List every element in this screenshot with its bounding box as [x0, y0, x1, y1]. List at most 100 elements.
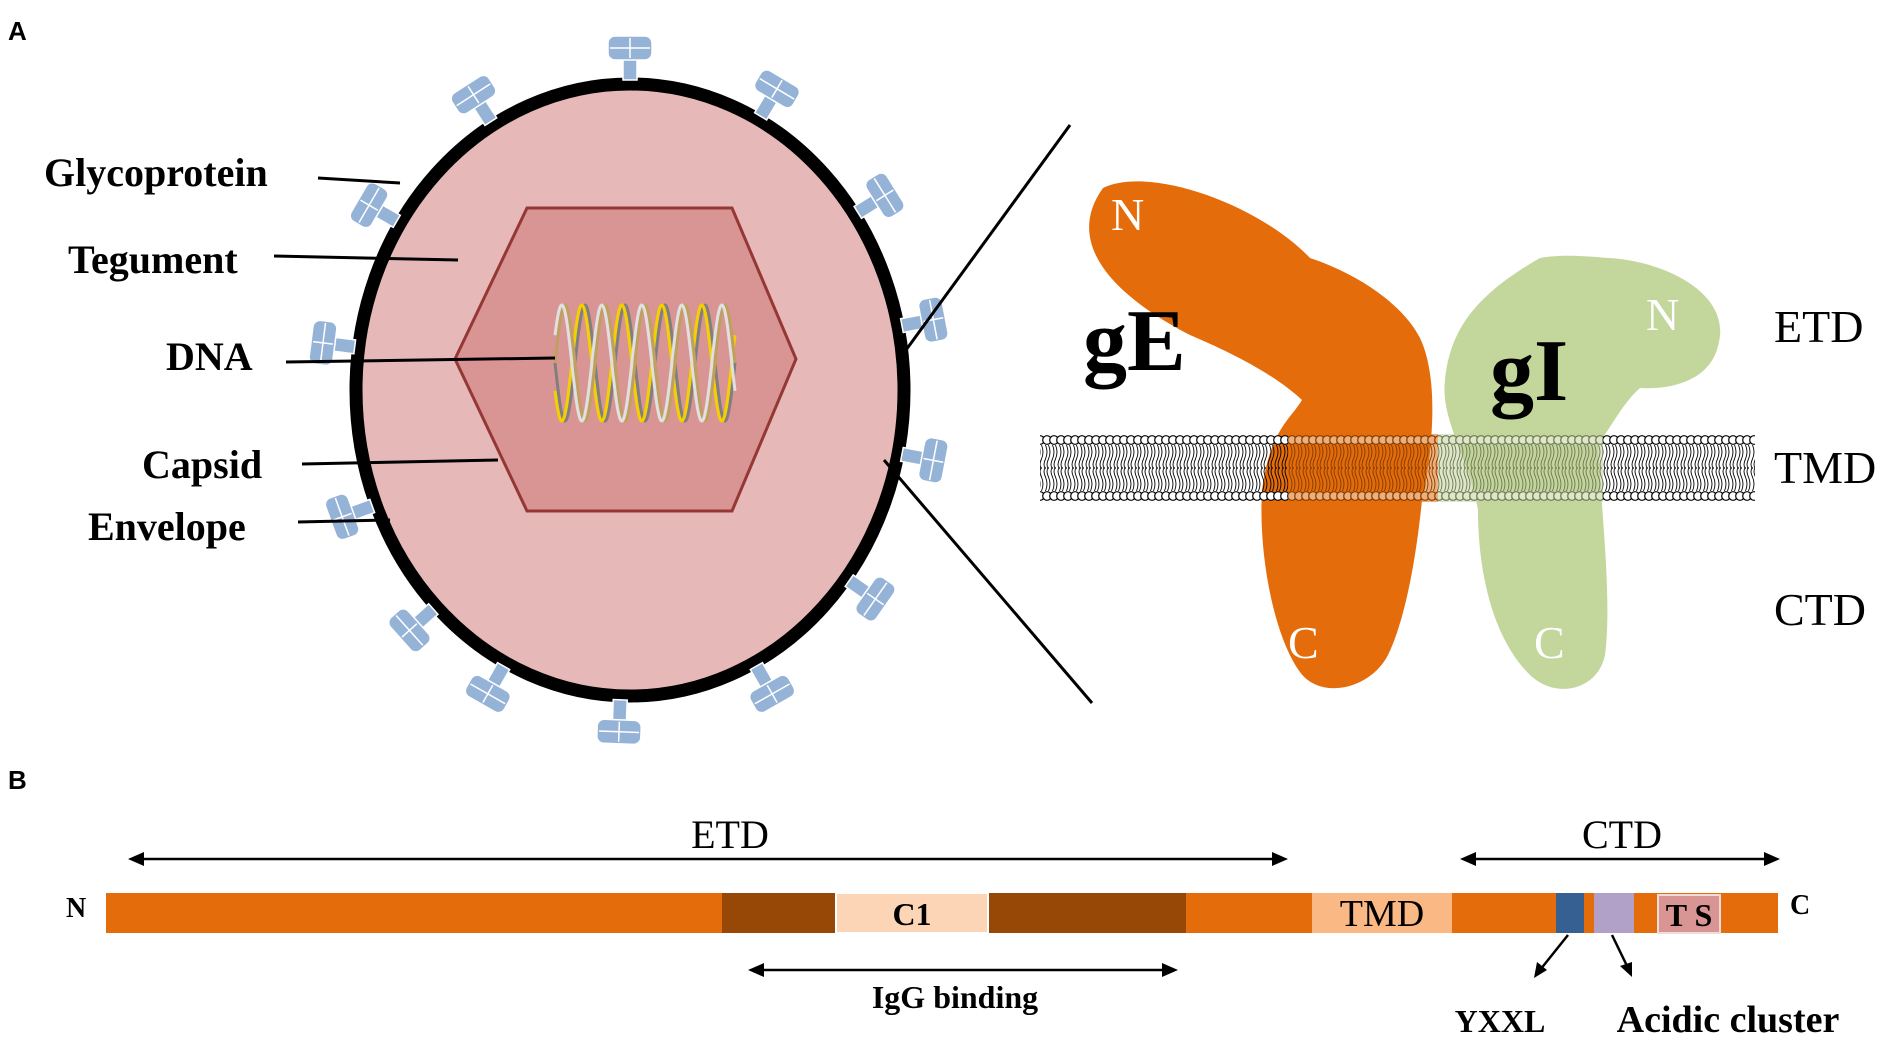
lipid-tail	[1638, 466, 1646, 492]
lipid-tail	[1169, 466, 1177, 492]
lipid-tail	[1729, 444, 1737, 470]
label-glycoprotein: Glycoprotein	[44, 150, 268, 195]
spike-divider	[360, 199, 379, 211]
spike-divider	[771, 79, 783, 98]
lipid-tail	[1624, 444, 1632, 470]
yxxl-pointer	[1539, 934, 1569, 971]
lipid-tail	[1134, 466, 1142, 492]
linear-n-end: N	[66, 893, 86, 924]
ge-label: gE	[1083, 293, 1186, 390]
lipid-tail	[1750, 444, 1755, 470]
acidic-cluster-region	[1594, 893, 1634, 933]
lipid-tail	[1148, 444, 1156, 470]
lipid-tail	[1253, 444, 1261, 470]
etd-arrow-left-head	[128, 852, 144, 866]
glycoprotein-spike	[349, 181, 402, 229]
lipid-tail	[1120, 466, 1128, 492]
dna-strand	[553, 303, 737, 423]
glycoprotein-spike	[450, 74, 498, 127]
lipid-tail	[1064, 444, 1072, 470]
lipid-tail	[1701, 444, 1709, 470]
lipid-tail	[1267, 444, 1275, 470]
lipid-tail	[1624, 466, 1632, 492]
lipid-tail	[1729, 466, 1737, 492]
lipid-tail	[1253, 466, 1261, 492]
lipid-tail	[1218, 466, 1226, 492]
lipid-tail	[1197, 444, 1205, 470]
lipid-tail	[1204, 466, 1212, 492]
lipid-tail	[1092, 444, 1100, 470]
ts-region	[1657, 894, 1721, 934]
lipid-tail	[1078, 444, 1086, 470]
lipid-tail	[1050, 466, 1058, 492]
lipid-tail	[1617, 466, 1625, 492]
lipid-tail	[1687, 444, 1695, 470]
spike-divider	[923, 457, 944, 463]
lipid-tail	[1631, 466, 1639, 492]
dna-strand	[553, 303, 737, 423]
lipid-tail	[1197, 466, 1205, 492]
lipid-head	[1749, 491, 1755, 501]
lipid-tail	[1040, 444, 1044, 470]
lipid-tail	[1218, 444, 1226, 470]
lipid-tail	[1057, 466, 1065, 492]
lipid-tail	[1176, 444, 1184, 470]
lipid-tail	[1162, 466, 1170, 492]
lipid-tail	[1092, 466, 1100, 492]
tmd-region	[1312, 893, 1452, 933]
glycoprotein-spike	[899, 436, 949, 484]
lipid-tail	[1659, 466, 1667, 492]
lipid-tail	[1281, 466, 1289, 492]
lipid-tail	[1715, 444, 1723, 470]
spike-stalk	[622, 57, 638, 81]
lipid-tail	[1040, 466, 1044, 492]
leader-dna	[285, 356, 556, 364]
spike-divider	[876, 189, 894, 202]
spike-divider	[401, 623, 418, 638]
lipid-tail	[1750, 466, 1755, 492]
lipid-tail	[1232, 466, 1240, 492]
glycoprotein-spike	[387, 602, 440, 653]
lipid-tail	[1106, 444, 1114, 470]
dna-strand	[553, 303, 737, 423]
lipid-tail	[1211, 466, 1219, 492]
lipid-tail	[1260, 444, 1268, 470]
glycoprotein-spike	[607, 35, 653, 81]
lipid-tail	[1673, 466, 1681, 492]
glycoprotein-spike	[853, 172, 905, 220]
lipid-tail	[1141, 466, 1149, 492]
etd-arrow-right-head	[1272, 852, 1288, 866]
lipid-tail	[1050, 444, 1058, 470]
label-capsid: Capsid	[142, 442, 262, 487]
gi-c-terminus: C	[1534, 617, 1565, 668]
lipid-tail	[1603, 444, 1611, 470]
leader-glycoprotein	[317, 176, 401, 185]
glycoprotein-spike	[748, 661, 796, 714]
lipid-tail	[1183, 466, 1191, 492]
lipid-tail	[1232, 444, 1240, 470]
leader-capsid	[301, 458, 499, 466]
lipid-tail	[1204, 444, 1212, 470]
lipid-tail	[1631, 444, 1639, 470]
leader-tegument	[273, 254, 459, 262]
dna-strand	[553, 303, 737, 423]
ctd-arrow-right-head	[1764, 852, 1780, 866]
label-envelope: Envelope	[88, 504, 246, 549]
glycoprotein-spike	[464, 661, 512, 714]
label-dna: DNA	[166, 334, 253, 379]
spike-divider	[467, 85, 480, 104]
lipid-tail	[1190, 466, 1198, 492]
domain-ctd: CTD	[1774, 584, 1866, 635]
glycoprotein-spike	[308, 319, 357, 367]
lipid-tail	[1715, 466, 1723, 492]
lipid-tail	[1127, 444, 1135, 470]
lipid-tail	[1078, 466, 1086, 492]
lipid-tail	[1239, 466, 1247, 492]
lipid-tail	[1134, 444, 1142, 470]
lipid-tail	[1267, 466, 1275, 492]
lipid-tail	[1659, 444, 1667, 470]
lipid-tail	[1225, 444, 1233, 470]
lipid-tail	[1687, 466, 1695, 492]
